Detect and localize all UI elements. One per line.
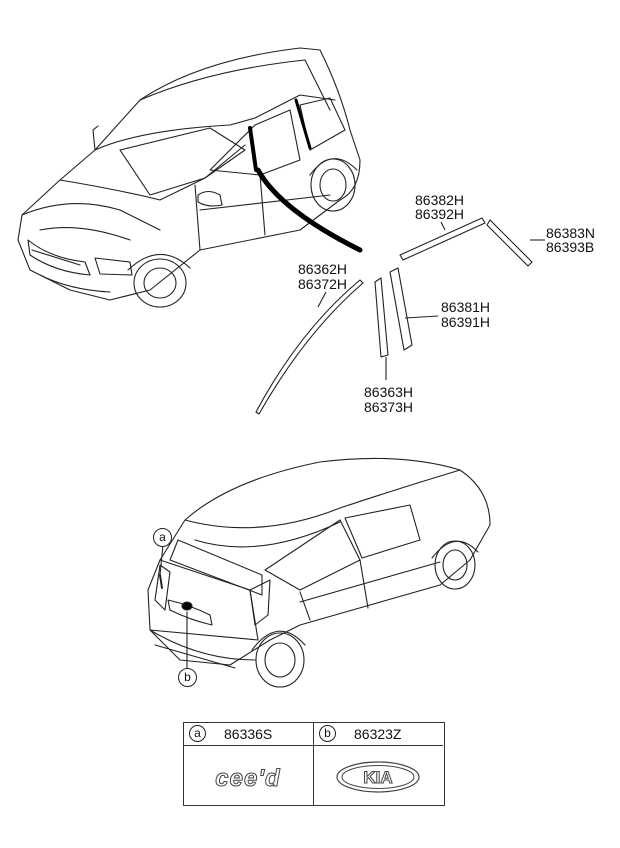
rear-quarter-moulding <box>486 219 533 267</box>
front-pillar-moulding <box>255 279 364 415</box>
center-pillar-trim-front <box>374 277 389 358</box>
rear-kia-emblem-spot <box>181 601 193 611</box>
callout-b: b <box>178 668 197 687</box>
callout-a: a <box>153 528 172 547</box>
legend-header-a: a 86336S <box>184 723 313 746</box>
label-86382H: 86382H <box>415 192 465 208</box>
label-86362H: 86362H <box>298 261 348 277</box>
svg-text:KIA: KIA <box>363 768 392 787</box>
label-86363H: 86363H <box>364 384 414 400</box>
svg-text:cee'd: cee'd <box>215 765 281 792</box>
emblem-legend-table: a 86336S cee'd b 86323Z KIA <box>183 722 445 806</box>
ceed-emblem-icon: cee'd <box>215 765 281 793</box>
legend-code-a: 86336S <box>224 726 273 742</box>
label-86391H: 86391H <box>441 314 491 330</box>
roof-edge-moulding-upper <box>399 217 486 261</box>
legend-tag-a: a <box>189 725 206 742</box>
label-86381H: 86381H <box>441 299 491 315</box>
label-86373H: 86373H <box>364 399 414 415</box>
label-86393B: 86393B <box>546 239 595 255</box>
kia-emblem-icon: KIA <box>336 761 420 793</box>
center-pillar-trim-rear <box>389 267 413 351</box>
legend-tag-b: b <box>319 725 336 742</box>
legend-cell-b: b 86323Z KIA <box>314 723 443 805</box>
label-86383N: 86383N <box>546 225 596 241</box>
label-86372H: 86372H <box>298 276 348 292</box>
legend-cell-a: a 86336S cee'd <box>184 723 314 805</box>
legend-header-b: b 86323Z <box>314 723 443 746</box>
label-86392H: 86392H <box>415 206 465 222</box>
legend-code-b: 86323Z <box>354 726 402 742</box>
